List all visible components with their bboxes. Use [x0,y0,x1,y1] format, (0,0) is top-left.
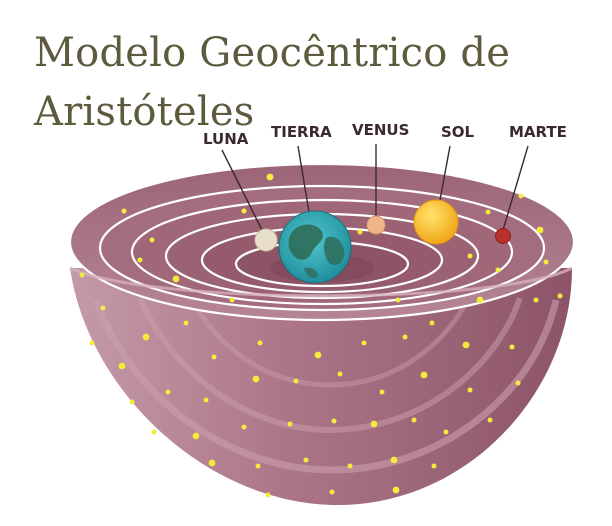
star-icon [314,351,322,359]
orbit-line [98,184,546,312]
orbit-lines [68,162,576,322]
star-icon [429,320,435,326]
star-icon [395,297,401,303]
star-icon [331,418,337,424]
luna-icon [254,228,278,252]
bowl-layer-band [187,294,473,388]
orbit-line [130,198,514,306]
star-icon [411,417,417,423]
star-icon [89,340,95,346]
marte-pointer-line [502,145,529,231]
title-line-2: Aristóteles [34,89,255,135]
star-icon [443,429,449,435]
star-icon [518,193,524,199]
star-icon [379,389,385,395]
star-icon [536,226,544,234]
star-icon [165,389,171,395]
star-icon [462,341,470,349]
star-icon [431,463,437,469]
star-icon [79,272,85,278]
tierra-icon [278,210,352,284]
sol-label: SOL [441,123,475,141]
star-icon [255,463,261,469]
star-icon [203,397,209,403]
tierra-label: TIERRA [271,123,332,141]
star-icon [515,380,521,386]
star-icon [467,387,473,393]
title-line-1: Modelo Geocêntrico de [34,30,511,76]
star-icon [557,293,563,299]
star-icon [357,229,363,235]
star-icon [137,257,143,263]
star-icon [241,208,247,214]
venus-label: VENUS [352,121,409,139]
star-icon [337,371,343,377]
star-icon [361,340,367,346]
star-icon [266,173,274,181]
star-icon [183,320,189,326]
marte-label: MARTE [509,123,567,141]
star-icon [485,209,491,215]
star-icon [402,334,408,340]
star-icon [303,457,309,463]
star-icon [390,456,398,464]
orbit-line [68,162,576,322]
star-icon [241,424,247,430]
star-icon [151,429,157,435]
marte-icon [495,228,511,244]
star-icon [149,237,155,243]
star-icon [476,296,484,304]
star-icon [329,489,335,495]
star-icon [420,371,428,379]
star-icon [509,344,515,350]
star-icon [118,362,126,370]
pointer-lines [221,144,529,237]
star-icon [211,354,217,360]
stars-group [79,173,563,498]
star-icon [208,459,216,467]
bowl-body [70,268,572,505]
bowl-layer-band [137,296,523,434]
star-icon [467,253,473,259]
star-icon [543,259,549,265]
star-icon [293,378,299,384]
star-icon [192,432,200,440]
star-icon [347,463,353,469]
star-icon [265,492,271,498]
venus-icon [366,215,386,235]
star-icon [392,486,400,494]
star-icon [229,297,235,303]
star-icon [495,267,501,273]
star-icon [487,417,493,423]
sol-icon [413,199,459,245]
star-icon [252,375,260,383]
star-icon [257,340,263,346]
star-icon [370,420,378,428]
bowl-cut-edge [69,266,573,298]
star-icon [129,399,135,405]
star-icon [287,421,293,427]
star-icon [121,208,127,214]
star-icon [172,275,180,283]
star-icon [100,305,106,311]
star-icon [533,297,539,303]
star-icon [142,333,150,341]
sol-pointer-line [439,145,451,201]
luna-pointer-line [221,149,266,237]
luna-label: LUNA [203,130,249,148]
tierra-pointer-line [297,145,311,219]
